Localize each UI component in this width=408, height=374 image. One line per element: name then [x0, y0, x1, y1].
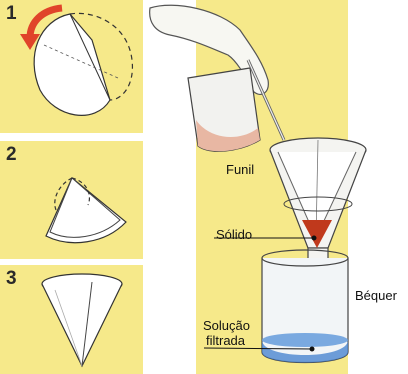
- beaker-label: Béquer: [355, 288, 397, 303]
- solid-label: Sólido: [216, 227, 252, 242]
- funnel-label: Funil: [226, 162, 254, 177]
- solution-label-line1: Solução: [203, 318, 250, 333]
- filter-paper-cone: [42, 274, 122, 366]
- pouring-beaker: [188, 68, 260, 151]
- filter-paper-quarter-fold: [46, 178, 126, 243]
- receiving-beaker: [262, 250, 348, 363]
- solution-label-line2: filtrada: [206, 333, 245, 348]
- filter-paper-half-fold: [34, 13, 132, 115]
